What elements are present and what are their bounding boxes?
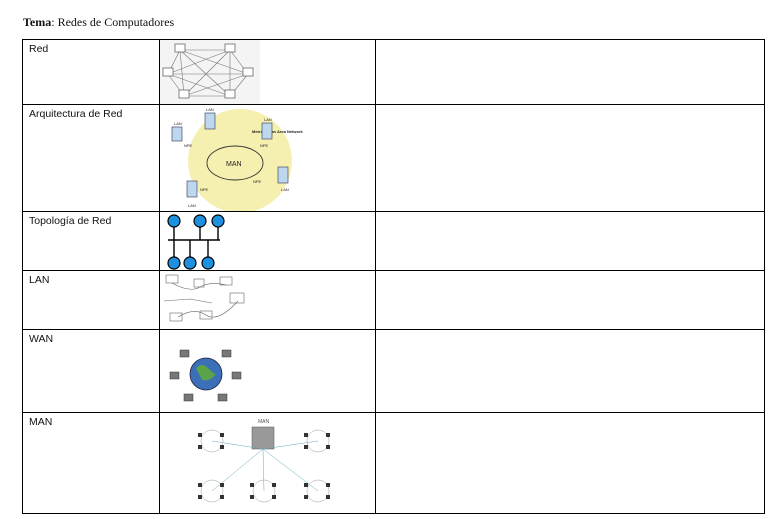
node-circle (183, 256, 197, 270)
title-separator: : (51, 15, 55, 29)
node-circle (201, 256, 215, 270)
term-label: Arquitectura de Red (29, 108, 123, 120)
term-label: Red (29, 43, 49, 55)
table-row: MAN MAN (22, 412, 765, 514)
node-circle (193, 214, 207, 228)
table-row: WAN (22, 329, 765, 413)
term-cell: LAN (22, 270, 160, 330)
lan-sketch-image (163, 274, 245, 322)
title-value: Redes de Computadores (57, 15, 175, 29)
table-row: Topología de Red (22, 211, 765, 271)
svg-text:LAN: LAN (206, 107, 214, 112)
image-cell: MAN (159, 412, 376, 514)
svg-text:LAN: LAN (281, 187, 289, 192)
notes-cell (375, 39, 765, 105)
man-text: MAN (226, 161, 242, 168)
term-label: WAN (29, 333, 54, 345)
svg-text:LAN: LAN (174, 121, 182, 126)
server-icon (251, 426, 275, 450)
table-row: LAN (22, 270, 765, 330)
man-background-circle (188, 109, 292, 211)
notes-cell (375, 329, 765, 413)
image-cell (159, 211, 376, 271)
term-label: MAN (29, 416, 53, 428)
man-rings-label: MAN (258, 419, 270, 425)
wan-globe-image (169, 349, 242, 402)
bus-topology-image (167, 214, 225, 270)
image-cell (159, 270, 376, 330)
term-label: Topología de Red (29, 215, 112, 227)
table-row: Arquitectura de Red MAN Metropolitan Are… (22, 104, 765, 212)
concept-table: Red (22, 39, 765, 514)
term-label: LAN (29, 274, 50, 286)
svg-text:NPE: NPE (200, 187, 209, 192)
svg-text:NPE: NPE (253, 179, 262, 184)
title-label: Tema (23, 15, 52, 29)
document-title: Tema: Redes de Computadores (23, 15, 174, 30)
image-cell: MAN Metropolitan Area Network LAN LAN LA… (159, 104, 376, 212)
table-row: Red (22, 39, 765, 105)
notes-cell (375, 104, 765, 212)
notes-cell (375, 412, 765, 514)
svg-text:NPE: NPE (184, 143, 193, 148)
man-architecture-image: MAN Metropolitan Area Network LAN LAN LA… (171, 107, 304, 211)
notes-cell (375, 211, 765, 271)
svg-text:NPE: NPE (260, 143, 269, 148)
notes-cell (375, 270, 765, 330)
node-circle (167, 256, 181, 270)
svg-text:LAN: LAN (188, 203, 196, 208)
man-rings-image: MAN (198, 419, 330, 503)
image-cell (159, 39, 376, 105)
term-cell: Topología de Red (22, 211, 160, 271)
term-cell: MAN (22, 412, 160, 514)
term-cell: Red (22, 39, 160, 105)
image-cell (159, 329, 376, 413)
node-circle (211, 214, 225, 228)
node-circle (167, 214, 181, 228)
mesh-network-image (160, 40, 260, 104)
svg-text:LAN: LAN (264, 117, 272, 122)
term-cell: WAN (22, 329, 160, 413)
term-cell: Arquitectura de Red (22, 104, 160, 212)
metro-text: Metropolitan Area Network (252, 129, 304, 134)
